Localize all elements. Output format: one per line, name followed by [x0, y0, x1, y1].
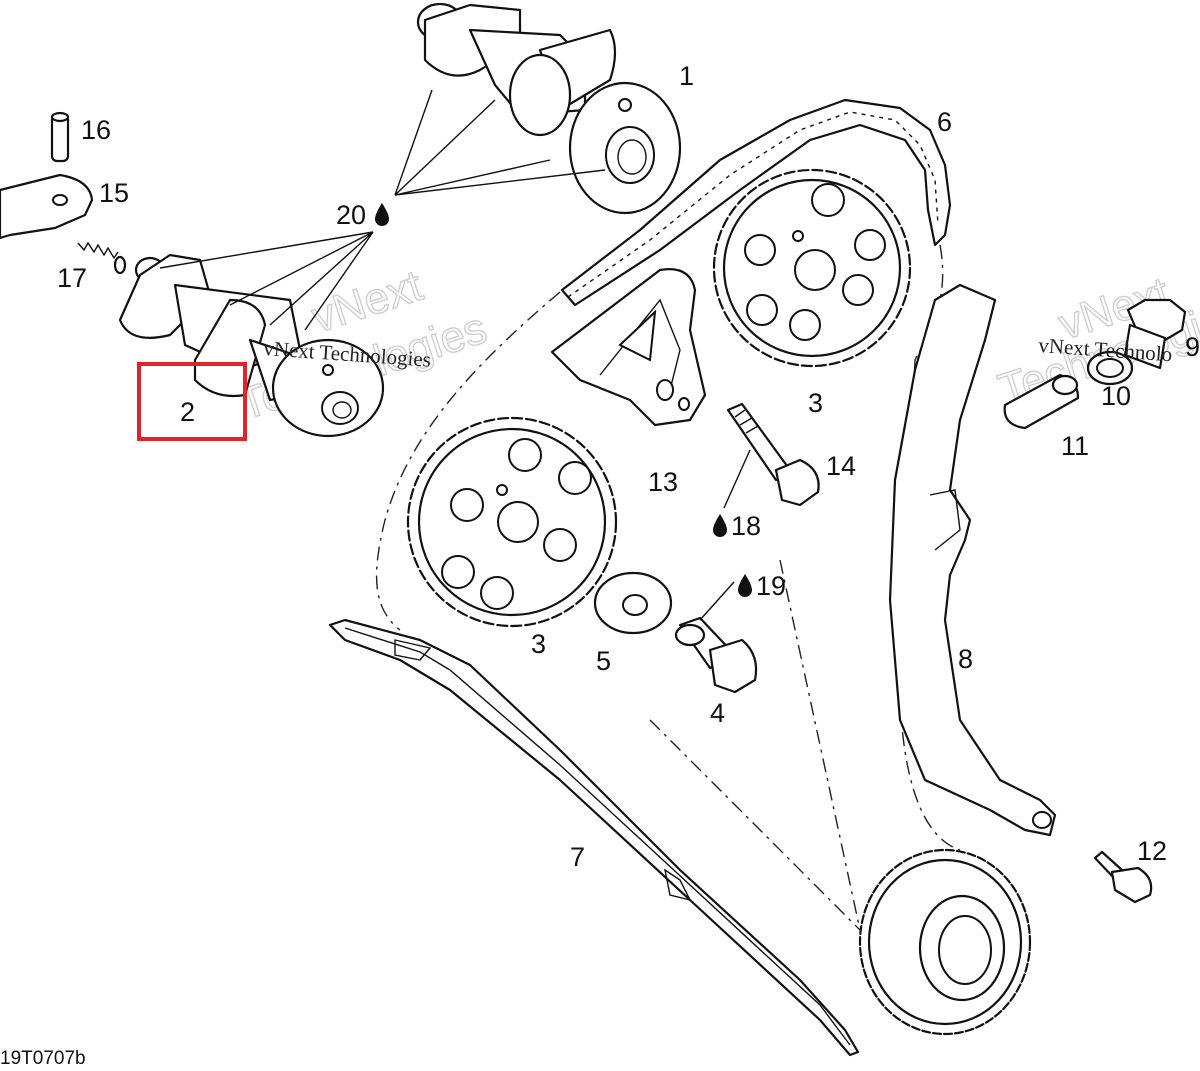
washer-5	[593, 571, 673, 635]
callout-20-group: 20	[336, 200, 389, 230]
highlight-box-part-2	[137, 362, 247, 441]
seal-ring-10	[1086, 350, 1134, 386]
callout-6: 6	[937, 107, 952, 137]
callout-3-upper: 3	[808, 388, 823, 418]
callout-18-group: 18	[713, 511, 761, 541]
lube-drop-icon	[713, 514, 727, 537]
chain-guide-rail-7	[328, 618, 860, 1057]
leader-lines	[159, 89, 751, 621]
timing-chain-6	[560, 98, 952, 307]
callout-19: 19	[756, 571, 786, 601]
callout-20: 20	[336, 200, 366, 230]
chain-guide-bracket-13	[550, 268, 707, 427]
pin-12	[1093, 850, 1153, 904]
bolt-4	[674, 616, 758, 694]
callout-19-group: 19	[738, 571, 786, 601]
callout-15-label: 15	[99, 178, 129, 208]
diagram-code: 19T0707b	[0, 1048, 86, 1069]
callout-7: 7	[570, 842, 585, 872]
lever-15	[0, 173, 94, 240]
callout-12: 12	[1137, 836, 1167, 866]
camshaft-lower	[118, 253, 385, 438]
callout-8: 8	[958, 644, 973, 674]
plunger-11	[1003, 373, 1080, 430]
callout-4: 4	[710, 698, 725, 728]
camshaft-upper	[416, 2, 682, 215]
callout-18: 18	[731, 511, 761, 541]
spring-17	[77, 241, 127, 275]
callout-13: 13	[648, 467, 678, 497]
lube-drop-icon	[738, 574, 752, 597]
pin-16	[50, 111, 70, 163]
callout-11: 11	[1061, 431, 1089, 461]
callout-5: 5	[596, 646, 611, 676]
bolt-14	[726, 402, 820, 507]
callout-17: 17	[57, 263, 87, 293]
callout-2: 2	[180, 397, 195, 427]
sprocket-upper-3	[712, 168, 912, 368]
callout-labels: 1 2 3 3 4 5 6 7 8 9 10 11 12 13 14 14 15…	[57, 61, 1200, 872]
crank-gear	[858, 848, 1032, 1036]
lube-drop-icon	[375, 203, 389, 226]
plug-9	[1123, 298, 1187, 370]
callout-10: 10	[1101, 381, 1131, 411]
callout-9: 9	[1185, 332, 1200, 362]
callout-1: 1	[679, 61, 694, 91]
sprocket-lower-3	[406, 416, 618, 628]
callout-14: 14	[826, 451, 856, 481]
callout-3-lower: 3	[531, 629, 546, 659]
tensioner-guide-8	[888, 283, 1057, 837]
callout-16: 16	[81, 115, 111, 145]
